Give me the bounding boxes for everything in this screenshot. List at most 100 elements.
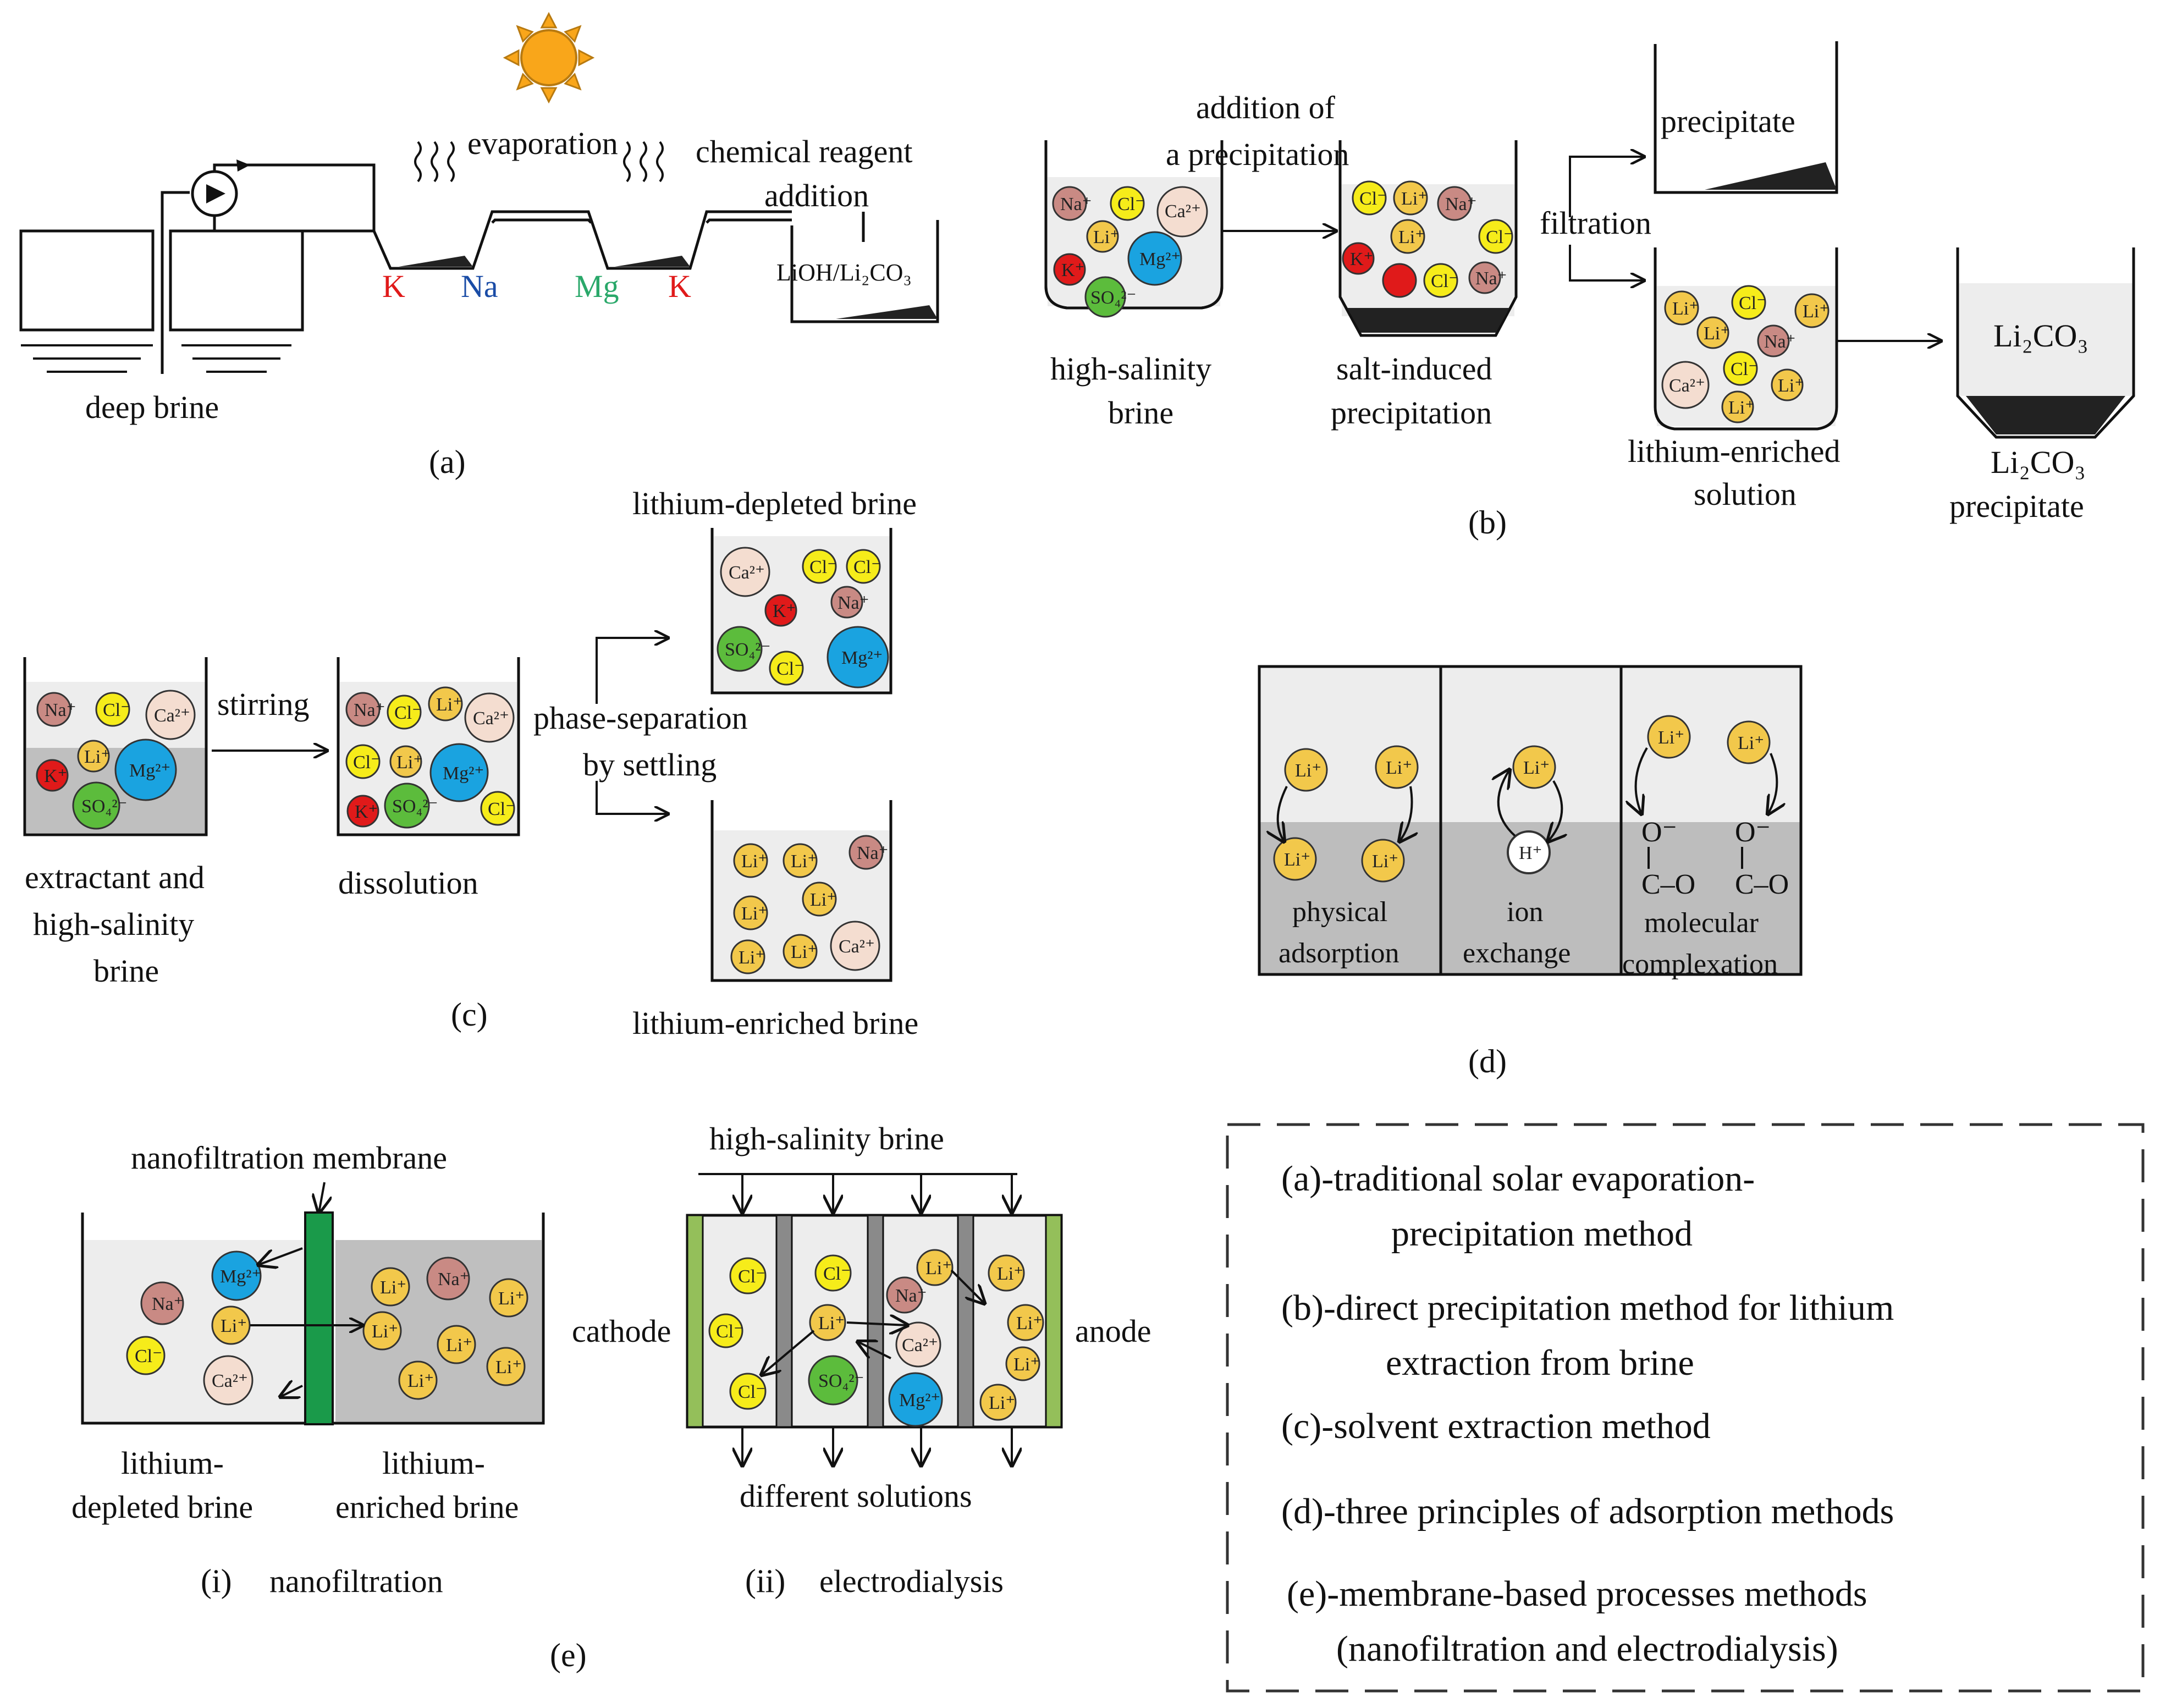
ion-circle-icon [769, 651, 804, 686]
ion-label: Li⁺ [1401, 189, 1428, 209]
high-salinity-label-2: brine [1108, 395, 1173, 431]
ion-circle-icon [1273, 837, 1317, 881]
ion-circle-icon [1342, 242, 1375, 275]
ion-circle-icon [730, 939, 765, 974]
ion-circle-icon [708, 1313, 743, 1348]
ion-label: Ca²⁺ [839, 936, 875, 957]
li-enriched-label-2: solution [1694, 476, 1797, 512]
ion-label: Li⁺ [791, 942, 817, 962]
ion-circle-icon [848, 835, 884, 870]
ion-label: Cl⁻ [1431, 271, 1458, 291]
ion-label: Cl⁻ [738, 1266, 765, 1287]
nf-membrane [304, 1211, 334, 1425]
cathode-electrode [686, 1214, 704, 1428]
ion-label: Li⁺ [1803, 301, 1829, 322]
ion-circle-icon [729, 1373, 767, 1410]
ion-circle-icon [1757, 324, 1790, 357]
ion-label: Li⁺ [1728, 398, 1755, 418]
ion-circle-icon [140, 1281, 184, 1325]
ion-circle-icon [979, 1384, 1017, 1421]
ion-circle-icon [1647, 715, 1691, 759]
ion-label: SO₄²⁻ [818, 1371, 864, 1391]
ion-label: Li⁺ [1672, 299, 1699, 319]
deep-brine-label: deep brine [85, 389, 219, 425]
ion-label: Cl⁻ [1359, 189, 1387, 209]
ion-circle-icon [846, 549, 881, 584]
nf-depleted-label-2: depleted brine [71, 1489, 253, 1525]
ion-circle-icon [1284, 748, 1328, 792]
ion-label: Mg²⁺ [220, 1266, 261, 1287]
ion-label: Cl⁻ [1731, 359, 1758, 379]
ion-circle-icon [1005, 1346, 1040, 1381]
ion-label: SO₄²⁻ [1090, 288, 1136, 308]
ion-circle-icon [1361, 839, 1405, 883]
ion-label: Na⁺ [895, 1286, 927, 1306]
tank-right [169, 229, 304, 332]
panel-d: Li⁺ Li⁺ Li⁺ Li⁺ physical adsorption Li⁺ … [1258, 665, 1803, 1079]
ion-label: Cl⁻ [853, 557, 881, 577]
addition-label-1: addition of [1196, 90, 1336, 125]
ion-label: Cl⁻ [1486, 227, 1513, 247]
ion-circle-icon [802, 881, 837, 917]
ion-exchange-label-1: ion [1507, 896, 1543, 928]
ion-circle-icon [428, 686, 463, 721]
li2co3-label: Li₂CO₃ [1993, 318, 2089, 354]
ion-label: K⁺ [1350, 249, 1374, 269]
ion-label: Cl⁻ [738, 1382, 765, 1402]
ion-label: Cl⁻ [103, 700, 130, 720]
ion-label: Na⁺ [1445, 194, 1477, 214]
li2co3-ppt-label-2: precipitate [1949, 488, 2084, 524]
ion-circle-icon [95, 692, 130, 727]
ion-label: Li⁺ [436, 695, 462, 715]
ion-circle-icon [802, 549, 837, 584]
ion-circle-icon [1794, 293, 1830, 328]
ion-circle-icon [886, 1276, 923, 1314]
ion-label: Li⁺ [739, 947, 765, 968]
ion-label: Li⁺ [818, 1313, 845, 1334]
ion-label: Cl⁻ [353, 752, 381, 773]
ion-label: Li⁺ [221, 1316, 247, 1336]
ion-label: Cl⁻ [823, 1264, 851, 1284]
ion-circle-icon [114, 739, 177, 801]
nf-depleted-label-1: lithium- [121, 1445, 224, 1481]
ion-label: Li⁺ [1386, 758, 1412, 778]
ion-circle-icon [345, 692, 381, 727]
ground-lines [21, 344, 291, 373]
ion-circle-icon [1731, 285, 1766, 320]
ion-circle-icon [346, 795, 379, 828]
ion-circle-icon [783, 843, 818, 878]
ion-circle-icon [480, 791, 515, 826]
ion-circle-icon [398, 1360, 438, 1400]
evaporation-wave-icon [414, 141, 664, 183]
ion-circle-icon [1390, 219, 1425, 254]
anode-electrode [1045, 1214, 1062, 1428]
ion-group-c2: Na⁺ Cl⁻ Li⁺ Ca²⁺ Cl⁻ Li⁺ Mg²⁺ K⁺ SO₄²⁻ C… [345, 686, 515, 829]
ion-label: Li⁺ [1778, 376, 1804, 396]
nf-enriched-label-1: lithium- [382, 1445, 485, 1481]
sub-i-label: (i) [201, 1563, 232, 1599]
ion-label: Cl⁻ [1739, 293, 1766, 313]
ion-circle-icon [1661, 361, 1710, 409]
ion-circle-icon [1507, 830, 1551, 874]
ion-group-b3: Li⁺ Cl⁻ Li⁺ Li⁺ Na⁺ Cl⁻ Ca²⁺ Li⁺ Li⁺ [1661, 285, 1830, 423]
ion-circle-icon [717, 626, 763, 672]
ion-label: Na⁺ [152, 1294, 184, 1314]
ion-circle-icon [1007, 1304, 1044, 1341]
ion-label: Na⁺ [857, 843, 889, 863]
caption-e: (e) [550, 1637, 587, 1673]
legend-a-1: (a)-traditional solar evaporation- [1281, 1159, 1755, 1199]
ion-label: Li⁺ [1523, 758, 1550, 778]
ion-label: Mg²⁺ [1139, 249, 1181, 269]
ion-circle-icon [733, 843, 768, 878]
high-salinity-label-1: high-salinity [1050, 351, 1211, 387]
ion-label: Li⁺ [1398, 227, 1425, 247]
ion-circle-icon [437, 1325, 476, 1364]
extractant-label-3: brine [93, 953, 159, 989]
ion-label: Cl⁻ [1117, 194, 1145, 214]
ion-label: SO₄²⁻ [725, 640, 770, 660]
ion-label: Li⁺ [1295, 761, 1321, 781]
ion-label: Li⁺ [498, 1288, 525, 1309]
ion-label: Li⁺ [1016, 1313, 1043, 1334]
electrodialysis-label: electrodialysis [819, 1563, 1004, 1599]
